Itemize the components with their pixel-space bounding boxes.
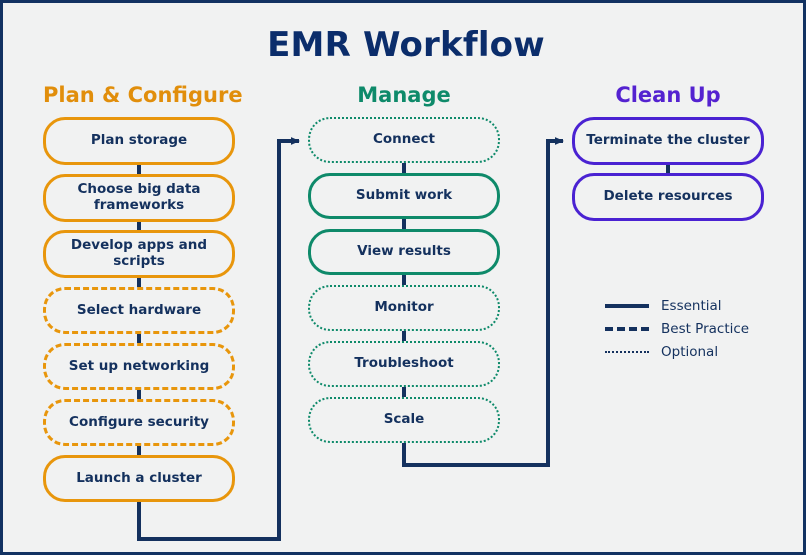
legend-item-optional: Optional — [605, 340, 785, 363]
legend-label-best-practice: Best Practice — [661, 320, 750, 337]
node-delete-resources[interactable]: Delete resources — [572, 173, 764, 221]
legend-label-essential: Essential — [661, 297, 722, 314]
column-header-manage: Manage — [357, 83, 451, 107]
legend-label-optional: Optional — [661, 343, 719, 360]
node-configure-security[interactable]: Configure security — [43, 399, 235, 446]
node-connect[interactable]: Connect — [308, 117, 500, 163]
node-view-results[interactable]: View results — [308, 229, 500, 275]
legend-line-essential-icon — [605, 300, 649, 312]
node-develop-apps-and-scripts[interactable]: Develop apps and scripts — [43, 230, 235, 278]
legend-line-optional-icon — [605, 346, 649, 358]
legend-item-best-practice: Best Practice — [605, 317, 785, 340]
node-set-up-networking[interactable]: Set up networking — [43, 343, 235, 390]
node-select-hardware[interactable]: Select hardware — [43, 287, 235, 334]
node-launch-a-cluster[interactable]: Launch a cluster — [43, 455, 235, 502]
node-choose-big-data-frameworks[interactable]: Choose big data frameworks — [43, 174, 235, 222]
node-terminate-the-cluster[interactable]: Terminate the cluster — [572, 117, 764, 165]
page-title: EMR Workflow — [267, 25, 545, 65]
node-troubleshoot[interactable]: Troubleshoot — [308, 341, 500, 387]
node-submit-work[interactable]: Submit work — [308, 173, 500, 219]
node-plan-storage[interactable]: Plan storage — [43, 117, 235, 165]
legend-item-essential: Essential — [605, 294, 785, 317]
legend: Essential Best Practice Optional — [605, 294, 785, 363]
node-scale[interactable]: Scale — [308, 397, 500, 443]
legend-line-best-practice-icon — [605, 323, 649, 335]
column-header-plan: Plan & Configure — [43, 83, 243, 107]
column-header-clean-up: Clean Up — [615, 83, 721, 107]
node-monitor[interactable]: Monitor — [308, 285, 500, 331]
